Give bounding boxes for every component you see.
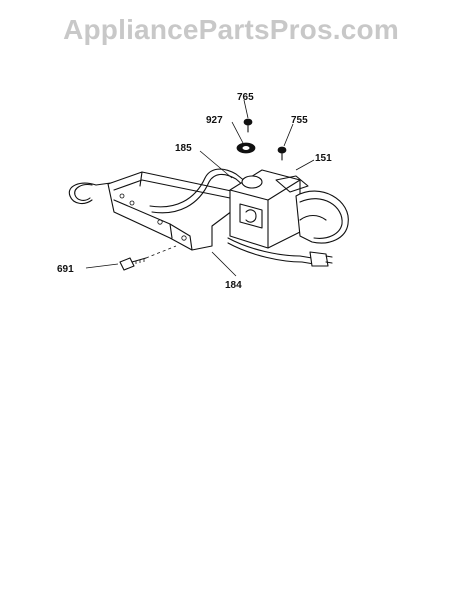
callout-765: 765 — [237, 92, 254, 103]
callout-151: 151 — [315, 153, 332, 164]
callout-185: 185 — [175, 143, 192, 154]
watermark: AppliancePartsPros.com — [63, 14, 399, 45]
callout-184: 184 — [225, 280, 242, 291]
screw-765 — [243, 118, 253, 133]
screw-755 — [277, 146, 287, 161]
callout-691: 691 — [57, 264, 74, 275]
bracket-arm — [107, 171, 237, 251]
washer-927 — [236, 142, 256, 154]
callout-755: 755 — [291, 115, 308, 126]
callout-927: 927 — [206, 115, 223, 126]
leader-lines — [85, 99, 315, 277]
cam-disc — [295, 190, 349, 244]
screw-691 — [119, 257, 147, 271]
motor-housing — [229, 169, 309, 249]
